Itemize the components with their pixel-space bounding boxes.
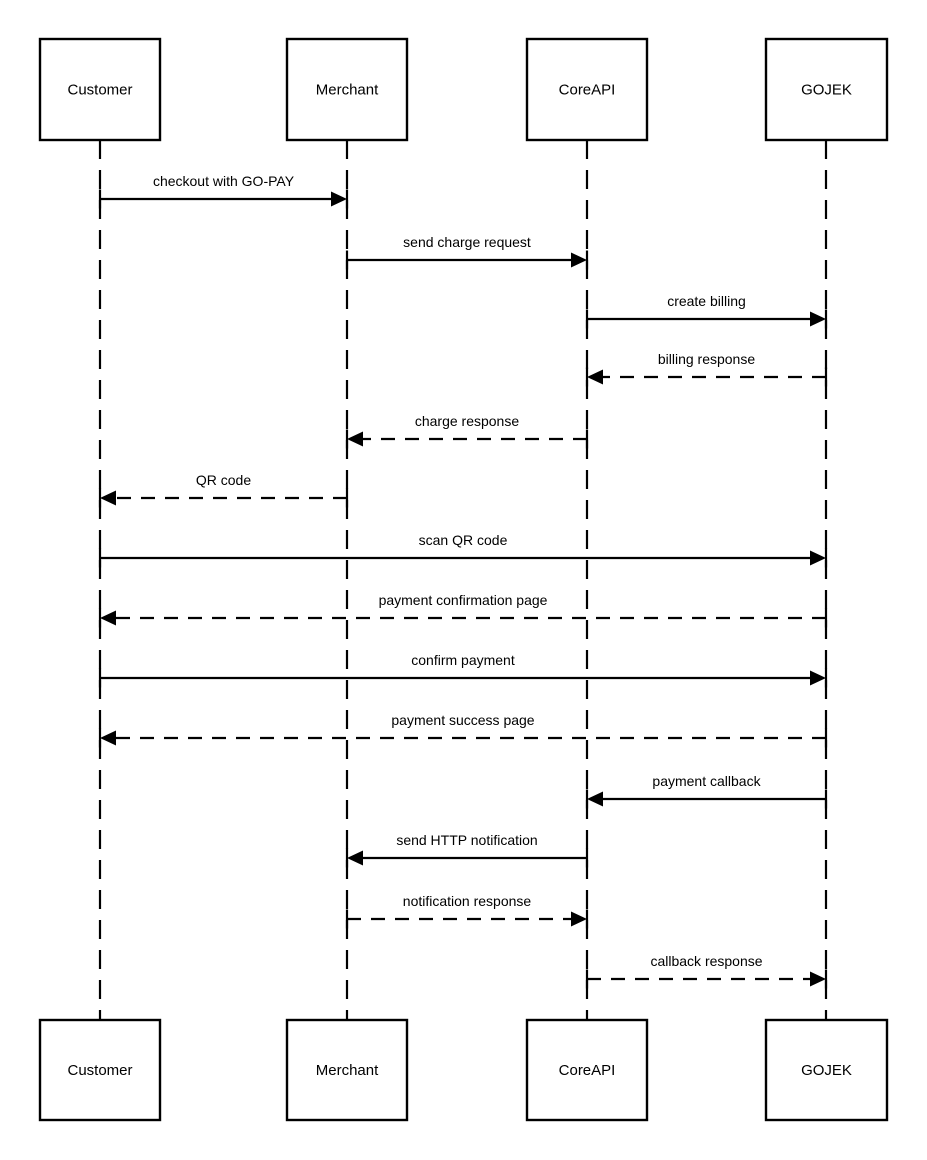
message-13-merchant-to-coreapi[interactable]: notification response bbox=[345, 893, 589, 929]
arrowhead-icon bbox=[810, 971, 826, 987]
message-2-merchant-to-coreapi[interactable]: send charge request bbox=[345, 234, 589, 270]
arrowhead-icon bbox=[100, 730, 116, 746]
message-label: callback response bbox=[650, 953, 762, 969]
actors-top-layer: Customer Merchant CoreAPI GOJEK bbox=[38, 37, 889, 142]
message-label: send HTTP notification bbox=[396, 832, 537, 848]
actor-box[interactable] bbox=[285, 1018, 409, 1122]
actor-label: Customer bbox=[67, 1062, 132, 1079]
message-label: scan QR code bbox=[419, 532, 508, 548]
message-3-coreapi-to-gojek[interactable]: create billing bbox=[585, 293, 828, 329]
message-label: confirm payment bbox=[411, 652, 515, 668]
actor-customer-top[interactable]: Customer bbox=[38, 37, 162, 142]
actor-box[interactable] bbox=[525, 37, 649, 142]
message-label: charge response bbox=[415, 413, 520, 429]
actor-gojek-bottom[interactable]: GOJEK bbox=[764, 1018, 889, 1122]
arrowhead-icon bbox=[100, 610, 116, 626]
message-6-merchant-to-customer[interactable]: QR code bbox=[98, 472, 349, 508]
arrowhead-icon bbox=[331, 191, 347, 207]
actor-coreapi-bottom[interactable]: CoreAPI bbox=[525, 1018, 649, 1122]
arrowhead-icon bbox=[810, 670, 826, 686]
actor-label: Customer bbox=[67, 81, 132, 98]
actor-coreapi-top[interactable]: CoreAPI bbox=[525, 37, 649, 142]
message-label: create billing bbox=[667, 293, 746, 309]
actor-merchant-top[interactable]: Merchant bbox=[285, 37, 409, 142]
actor-box[interactable] bbox=[525, 1018, 649, 1122]
message-14-coreapi-to-gojek[interactable]: callback response bbox=[585, 953, 828, 989]
message-label: payment success page bbox=[391, 712, 534, 728]
actor-label: GOJEK bbox=[801, 1062, 852, 1079]
message-11-gojek-to-coreapi[interactable]: payment callback bbox=[585, 773, 828, 809]
actor-label: CoreAPI bbox=[559, 81, 616, 98]
message-1-customer-to-merchant[interactable]: checkout with GO-PAY bbox=[98, 173, 349, 209]
arrowhead-icon bbox=[810, 550, 826, 566]
arrowhead-icon bbox=[347, 850, 363, 866]
actor-label: GOJEK bbox=[801, 81, 852, 98]
actor-box[interactable] bbox=[764, 37, 889, 142]
arrowhead-icon bbox=[571, 911, 587, 927]
message-12-coreapi-to-merchant[interactable]: send HTTP notification bbox=[345, 832, 589, 868]
actor-box[interactable] bbox=[764, 1018, 889, 1122]
message-4-gojek-to-coreapi[interactable]: billing response bbox=[585, 351, 828, 387]
actor-customer-bottom[interactable]: Customer bbox=[38, 1018, 162, 1122]
actor-box[interactable] bbox=[38, 37, 162, 142]
arrowhead-icon bbox=[571, 252, 587, 268]
message-7-customer-to-gojek[interactable]: scan QR code bbox=[98, 532, 828, 568]
message-label: checkout with GO-PAY bbox=[153, 173, 295, 189]
actor-gojek-top[interactable]: GOJEK bbox=[764, 37, 889, 142]
message-label: QR code bbox=[196, 472, 251, 488]
message-label: notification response bbox=[403, 893, 532, 909]
message-label: payment callback bbox=[652, 773, 761, 789]
actors-bottom-layer: Customer Merchant CoreAPI GOJEK bbox=[38, 1018, 889, 1122]
arrowhead-icon bbox=[810, 311, 826, 327]
actor-merchant-bottom[interactable]: Merchant bbox=[285, 1018, 409, 1122]
arrowhead-icon bbox=[347, 431, 363, 447]
arrowhead-icon bbox=[100, 490, 116, 506]
message-10-gojek-to-customer[interactable]: payment success page bbox=[98, 712, 828, 748]
message-label: billing response bbox=[658, 351, 755, 367]
message-label: payment confirmation page bbox=[379, 592, 548, 608]
actor-box[interactable] bbox=[38, 1018, 162, 1122]
message-8-gojek-to-customer[interactable]: payment confirmation page bbox=[98, 592, 828, 628]
arrowhead-icon bbox=[587, 369, 603, 385]
arrowhead-icon bbox=[587, 791, 603, 807]
message-label: send charge request bbox=[403, 234, 531, 250]
message-5-coreapi-to-merchant[interactable]: charge response bbox=[345, 413, 589, 449]
actor-label: Merchant bbox=[316, 81, 379, 98]
messages-layer: checkout with GO-PAY send charge request c… bbox=[98, 173, 828, 989]
lifelines-layer bbox=[98, 140, 828, 1020]
actor-box[interactable] bbox=[285, 37, 409, 142]
actor-label: Merchant bbox=[316, 1062, 379, 1079]
message-9-customer-to-gojek[interactable]: confirm payment bbox=[98, 652, 828, 688]
actor-label: CoreAPI bbox=[559, 1062, 616, 1079]
